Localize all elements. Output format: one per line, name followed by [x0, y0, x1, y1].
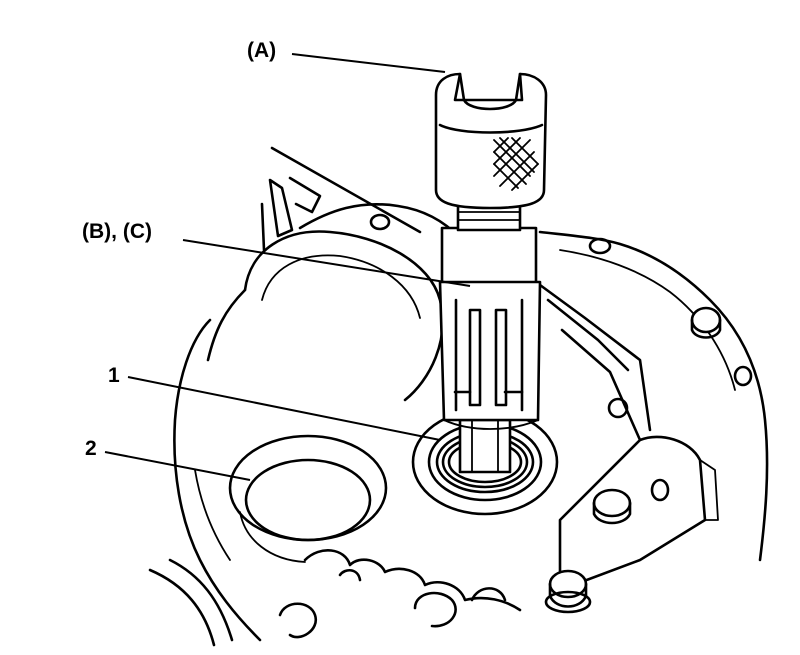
part-1-oil-seal — [411, 408, 559, 516]
leader-lines — [104, 53, 471, 481]
leader-bc — [182, 239, 471, 287]
part-2-bore — [228, 434, 388, 563]
leader-a — [291, 53, 446, 73]
callout-1: 1 — [108, 364, 120, 387]
tool-a-handle — [434, 72, 548, 232]
knurl-pattern — [493, 137, 539, 191]
callout-bc: (B), (C) — [82, 220, 152, 243]
tool-bc-installer — [438, 226, 542, 430]
leader-1 — [127, 376, 441, 441]
transmission-case — [148, 146, 769, 647]
callout-2: 2 — [85, 437, 97, 460]
leader-2 — [104, 451, 251, 481]
callout-a: (A) — [247, 39, 277, 62]
